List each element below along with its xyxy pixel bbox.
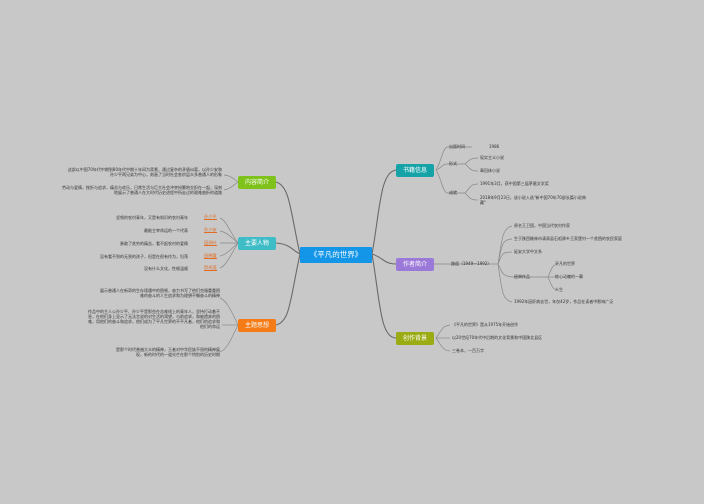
character-name: 孙少平 — [204, 214, 217, 220]
background-item: 《平凡的世界》是从1975年开始创作 — [452, 322, 519, 327]
character-name: 田润叶 — [204, 240, 217, 246]
publish-time-value: 1986 — [489, 144, 500, 149]
topic-book-info[interactable]: 书籍信息 — [396, 164, 434, 177]
topic-theme[interactable]: 主题思想 — [238, 319, 276, 332]
central-topic[interactable]: 《平凡的世界》 — [300, 247, 372, 263]
award-item: 1991年3月，获中国第三届茅盾文学奖 — [480, 181, 549, 186]
intro-paragraph: 这部以中国70年代中期到80年代中期十年间为背景，通过复杂的矛盾纠葛，以孙少安和… — [67, 167, 222, 177]
theme-paragraph: 作品中的主人公孙少平、孙少平是那些在苦难线上的青年人，坚持打动着不息，在他们身上… — [88, 309, 220, 329]
topic-author[interactable]: 作者简介 — [396, 258, 434, 271]
author-detail: 生于陕西榆林市清涧县石咀驿乡王家堡村一个贫困的农民家庭 — [514, 236, 622, 241]
character-desc: 勇敢了贫穷的痛苦，看不起农村的爱情 — [120, 241, 188, 246]
author-name: 路遥（1949—1992） — [451, 261, 492, 266]
character-name: 孙少安 — [204, 227, 217, 233]
background-item: 以20世纪70年代中后期的文化背景和中国陕北县区 — [452, 335, 543, 340]
award-item: 2018年9月23日，该小说入选"新中国70年70部长篇小说典藏" — [480, 195, 586, 205]
theme-paragraph: 是那个时代普遍大众的精神，王者对中华民族不屈的精神展现，新的时代的一道光芒在那个… — [116, 347, 220, 357]
theme-paragraph: 展示普通人在新奇的生存境遇中的困顿，奋力书写了他们克服重重困难的奋斗的人生追求和… — [100, 288, 220, 298]
character-desc: 没有什么文化，性格温顺 — [144, 266, 188, 271]
author-detail: 原名王卫国，中国当代农村作家 — [514, 223, 570, 228]
background-item: 三卷本，一百万字 — [452, 348, 484, 353]
character-desc: 没有看不到的无畏的孩子，但是在很有作为，坦荡 — [100, 254, 188, 259]
character-name: 田晓霞 — [204, 253, 217, 259]
topic-characters[interactable]: 主要人物 — [238, 237, 276, 250]
author-detail: 1992年因肝病去世，年仅42岁，作品在读者中影响广泛 — [514, 299, 614, 304]
character-name: 贺秀莲 — [204, 265, 217, 271]
character-desc: 坚韧的农村青年，又是有知识的农村青年 — [116, 215, 188, 220]
form-label: 形式 — [449, 161, 457, 166]
form-item: 章回体小说 — [480, 168, 500, 173]
publish-time-label: 出版时间 — [449, 144, 465, 149]
works-label: 经典作品 — [514, 274, 530, 279]
character-desc: 最能主宰命运的一个代表 — [144, 228, 188, 233]
form-item: 现实主义小说 — [480, 155, 504, 160]
intro-paragraph: 劳动与爱情，挫折与追求，痛苦与欢乐，日常生活与巨大社会冲突纷繁地交织在一起，深刻… — [62, 185, 222, 195]
work-item: 人生 — [555, 287, 563, 292]
work-item: 惊心动魄的一幕 — [555, 274, 583, 279]
topic-intro[interactable]: 内容简介 — [238, 176, 276, 189]
work-item: 平凡的世界 — [555, 261, 575, 266]
author-detail: 延安大学中文系 — [514, 249, 542, 254]
topic-background[interactable]: 创作背景 — [396, 332, 434, 345]
award-label: 成就 — [449, 190, 457, 195]
